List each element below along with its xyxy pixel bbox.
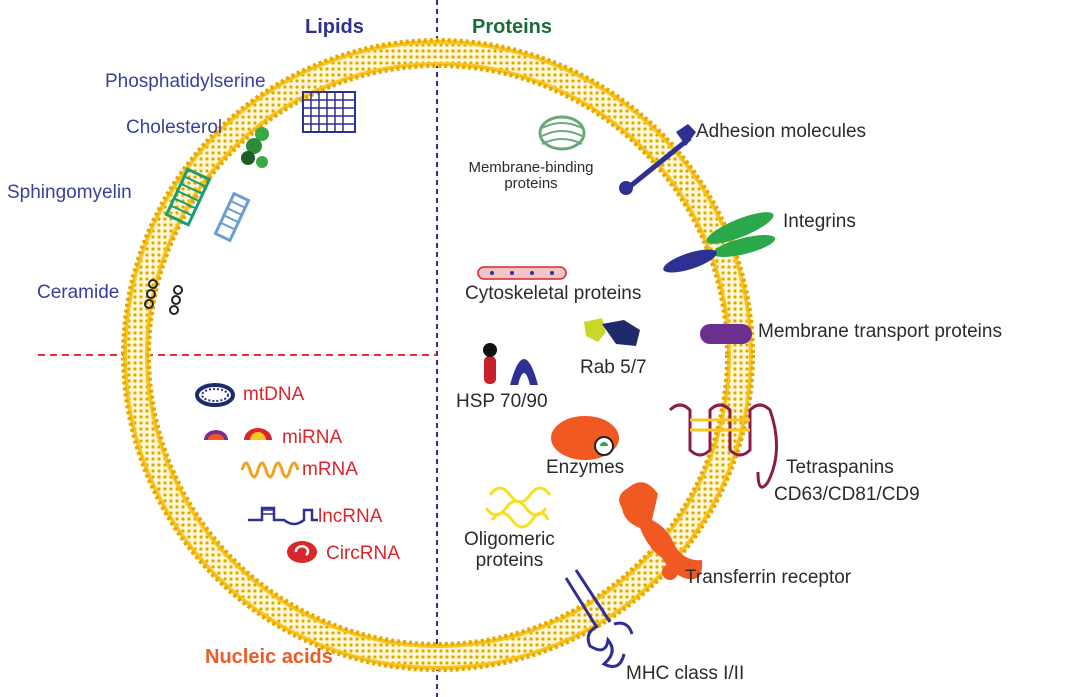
ceramide-icon <box>144 279 183 315</box>
membrane-binding-proteins-label: Membrane-binding proteins <box>450 160 612 192</box>
mhc-label: MHC class I/II <box>626 663 745 684</box>
proteins-heading: Proteins <box>472 16 553 38</box>
sphingomyelin-label: Sphingomyelin <box>7 182 132 203</box>
mtdna-icon <box>195 383 235 407</box>
membrane-binding-line1: Membrane-binding <box>468 159 594 176</box>
integrin-icon <box>663 212 776 273</box>
oligomeric-protein-icon <box>484 486 552 529</box>
membrane-binding-protein-icon <box>538 115 586 151</box>
membrane-bilayer <box>121 38 755 672</box>
nucleic-acids-heading: Nucleic acids <box>205 646 333 668</box>
membrane-transport-protein-icon <box>700 324 752 344</box>
sphingomyelin-icon <box>164 167 251 243</box>
phosphatidylserine-label: Phosphatidylserine <box>105 71 266 92</box>
mhc-icon <box>564 569 634 668</box>
oligomeric-line2: proteins <box>475 549 544 571</box>
lncrna-label: lncRNA <box>318 506 383 527</box>
mirna-icon <box>204 428 272 440</box>
membrane-binding-line2: proteins <box>504 174 558 192</box>
membrane-transport-proteins-label: Membrane transport proteins <box>758 321 1002 342</box>
ceramide-label: Ceramide <box>37 282 120 303</box>
hsp-icon <box>483 343 538 385</box>
oligomeric-line1: Oligomeric <box>464 529 555 550</box>
rab-label: Rab 5/7 <box>580 357 647 378</box>
enzymes-label: Enzymes <box>546 457 625 478</box>
lncrna-icon <box>248 506 318 526</box>
circrna-icon <box>287 541 317 563</box>
phosphatidylserine-icon <box>302 91 356 133</box>
integrins-label: Integrins <box>783 211 856 232</box>
transferrin-receptor-label: Transferrin receptor <box>685 567 852 588</box>
mirna-label: miRNA <box>282 427 343 448</box>
rab-protein-icon <box>584 318 640 346</box>
mrna-label: mRNA <box>302 459 358 480</box>
tetraspanin-icon <box>668 403 779 489</box>
tetraspanins-label: Tetraspanins <box>786 457 894 478</box>
enzyme-icon <box>551 416 619 460</box>
circrna-label: CircRNA <box>326 543 400 564</box>
adhesion-molecule-icon <box>619 124 696 195</box>
mtdna-label: mtDNA <box>243 384 305 405</box>
cholesterol-icon <box>241 127 269 168</box>
transferrin-receptor-icon <box>619 482 703 580</box>
lipids-heading: Lipids <box>305 16 364 38</box>
mrna-icon <box>240 461 300 479</box>
hsp-label: HSP 70/90 <box>456 391 548 412</box>
cytoskeletal-proteins-label: Cytoskeletal proteins <box>465 283 642 304</box>
tetraspanins-cd-label: CD63/CD81/CD9 <box>774 484 920 505</box>
adhesion-molecules-label: Adhesion molecules <box>696 121 867 142</box>
cytoskeletal-protein-icon <box>477 266 567 280</box>
cholesterol-label: Cholesterol <box>126 117 223 138</box>
oligomeric-proteins-label: Oligomeric proteins <box>464 529 555 572</box>
